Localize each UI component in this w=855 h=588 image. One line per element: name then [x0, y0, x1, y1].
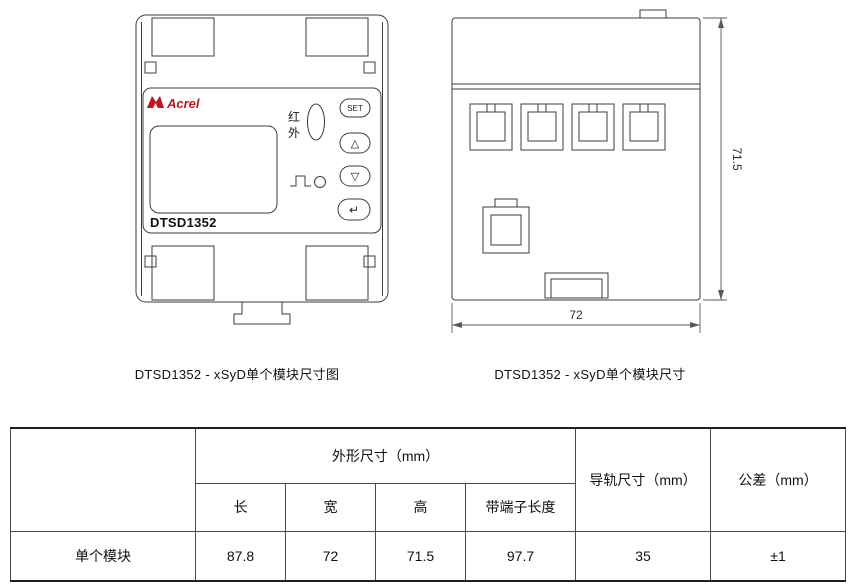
- col-header-terminal-length: 带端子长度: [464, 482, 577, 532]
- up-button-outline: [339, 132, 371, 154]
- acrel-logo-icon: [147, 96, 164, 108]
- ir-window: [307, 103, 325, 141]
- brand-label: Acrel: [166, 96, 200, 111]
- rail-dims-header: 导轨尺寸（mm）: [575, 427, 712, 532]
- top-tab: [639, 9, 667, 19]
- side-body-outline: [451, 17, 701, 301]
- terminal-port-3: [571, 103, 615, 151]
- col-header-length: 长: [195, 482, 286, 532]
- set-button-label: SET: [347, 104, 363, 113]
- tolerance-header: 公差（mm）: [710, 427, 847, 532]
- height-dimension: 71.5: [703, 17, 744, 301]
- meter-side-outline-group: [451, 9, 701, 301]
- value-terminal-length: 97.7: [464, 530, 577, 582]
- value-tolerance: ±1: [710, 530, 847, 582]
- down-arrow-icon: ▽: [351, 171, 360, 183]
- infrared-label-char2: 外: [288, 126, 300, 140]
- front-view-caption: DTSD1352 - xSyD单个模块尺寸图: [134, 367, 340, 382]
- front-view-diagram: Acrel DTSD1352 红 外 SET △ ▽ ↵: [135, 14, 389, 325]
- table-header-row-1: 外形尺寸（mm） 导轨尺寸（mm） 公差（mm）: [10, 427, 847, 532]
- down-button-outline: [339, 165, 371, 187]
- front-panel-outline: [142, 87, 382, 234]
- side-view-diagram: 71.5 72: [451, 9, 744, 333]
- lcd-display: [149, 125, 278, 214]
- screw-mark-bottom-left: [144, 255, 157, 268]
- screw-mark-bottom-right: [363, 255, 376, 268]
- enter-icon: ↵: [349, 203, 359, 217]
- table-header-row-2: 长 宽 高 带端子长度: [11, 482, 846, 532]
- table-corner-cell: [10, 427, 196, 532]
- pulse-icon: [290, 175, 311, 187]
- top-terminal-cover-right: [305, 17, 369, 57]
- dimensions-table: 外形尺寸（mm） 导轨尺寸（mm） 公差（mm） 长 宽 高 带端子长度 单个模…: [10, 427, 847, 582]
- bottom-terminal-cover-left: [151, 245, 215, 301]
- screw-mark-top-right: [363, 61, 376, 74]
- screw-mark-top-left: [144, 61, 157, 74]
- value-rail: 35: [575, 530, 712, 582]
- bottom-terminal-cover-right: [305, 245, 369, 301]
- top-terminal-cover-left: [151, 17, 215, 57]
- terminal-port-2: [520, 103, 564, 151]
- value-width: 72: [285, 530, 376, 582]
- value-height: 71.5: [375, 530, 466, 582]
- infrared-label-char1: 红: [288, 109, 300, 124]
- terminal-port-4: [622, 103, 666, 151]
- pulse-led: [314, 176, 326, 188]
- terminal-port-5: [482, 198, 530, 254]
- width-dimension: 72: [451, 303, 701, 333]
- table-row: 单个模块 87.8 72 71.5 97.7 35 ±1: [10, 530, 847, 582]
- din-rail-clip: [233, 302, 291, 325]
- set-button-outline: [339, 98, 371, 118]
- width-dim-label: 72: [569, 308, 583, 322]
- terminal-port-1: [469, 103, 513, 151]
- col-header-width: 宽: [285, 482, 376, 532]
- up-arrow-icon: △: [351, 138, 360, 150]
- enter-button-outline: [337, 198, 371, 221]
- bottom-rail-detail: [544, 272, 609, 299]
- col-header-height: 高: [375, 482, 466, 532]
- value-length: 87.8: [195, 530, 286, 582]
- outline-dims-header: 外形尺寸（mm）: [194, 427, 577, 484]
- model-label: DTSD1352: [150, 215, 217, 230]
- side-view-caption: DTSD1352 - xSyD单个模块尺寸: [494, 367, 686, 382]
- meter-front-outline-group: [135, 14, 389, 325]
- meter-body-outline: [135, 14, 389, 303]
- row-label: 单个模块: [10, 530, 196, 582]
- height-dim-label: 71.5: [730, 147, 744, 171]
